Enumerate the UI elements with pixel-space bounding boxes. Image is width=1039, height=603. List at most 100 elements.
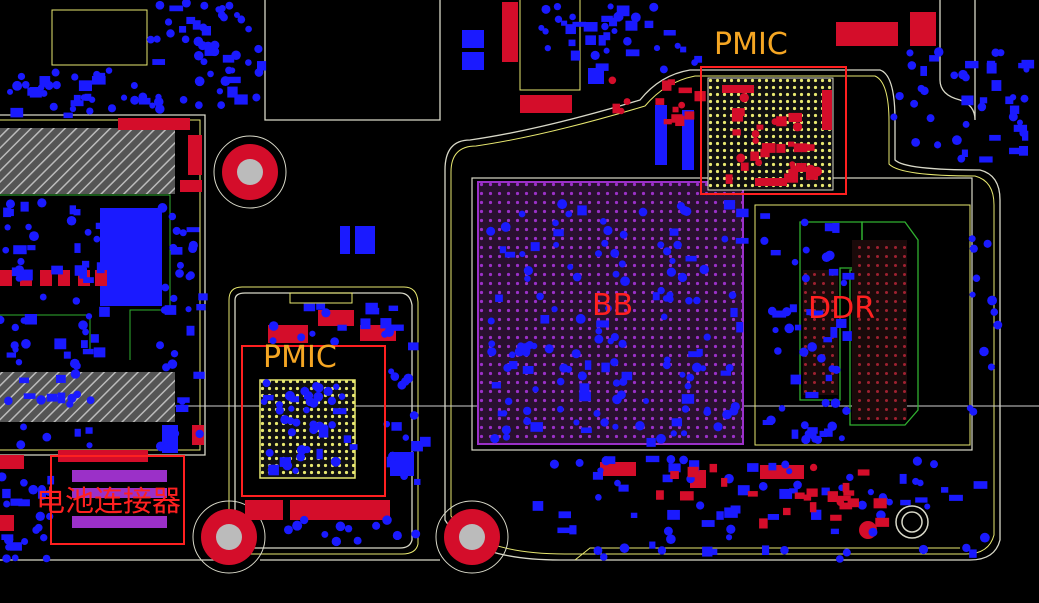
via <box>599 553 608 561</box>
smd-pad <box>678 87 692 94</box>
via <box>217 101 226 109</box>
smd-pad <box>99 306 110 317</box>
smd-pad <box>577 205 587 216</box>
via <box>649 2 659 12</box>
annotation-boxes <box>50 66 847 545</box>
smd-pad <box>819 430 828 437</box>
smd-pad <box>152 59 166 65</box>
smd-pad <box>801 144 815 151</box>
smd-pad <box>821 487 830 496</box>
via <box>778 405 786 412</box>
via <box>170 349 179 358</box>
via <box>619 230 628 239</box>
via <box>303 391 314 401</box>
via <box>130 82 138 89</box>
smd-pad <box>27 245 36 251</box>
smd-pad <box>83 277 94 283</box>
via <box>4 396 13 406</box>
smd-pad <box>592 471 604 480</box>
smd-pad <box>843 490 855 496</box>
via <box>725 364 734 372</box>
copper-areas <box>100 30 694 476</box>
via <box>268 321 279 331</box>
smd-pad <box>646 437 656 447</box>
via <box>679 371 686 378</box>
smd-pad <box>986 62 997 74</box>
via <box>612 423 619 430</box>
via <box>678 101 686 109</box>
via <box>786 468 793 475</box>
via <box>676 202 686 211</box>
via <box>181 35 190 44</box>
via <box>784 323 795 334</box>
via <box>71 73 79 81</box>
smd-pad <box>969 549 977 558</box>
via <box>532 386 539 393</box>
via <box>673 240 682 250</box>
smd-pad <box>767 514 780 520</box>
smd-pad <box>701 520 715 527</box>
via <box>161 283 170 292</box>
via <box>172 226 181 235</box>
smd-pad <box>824 223 833 232</box>
smd-pad <box>776 143 786 153</box>
smd-pad <box>949 494 963 501</box>
smd-pad <box>805 168 819 180</box>
via <box>93 235 101 243</box>
smd-pad <box>796 163 807 172</box>
via <box>607 3 614 10</box>
smd-pad <box>95 222 108 230</box>
smd-pad <box>847 498 859 508</box>
via <box>51 68 60 77</box>
via <box>486 226 496 236</box>
via <box>619 543 630 553</box>
via <box>17 257 25 266</box>
smd-pad <box>625 49 640 57</box>
smd-pad <box>805 391 819 399</box>
via <box>21 338 31 349</box>
smd-pad <box>663 118 672 125</box>
smd-pad <box>669 228 679 236</box>
smd-pad <box>90 334 99 343</box>
smd-pad <box>761 545 770 556</box>
smd-pad <box>360 318 371 330</box>
via <box>523 417 532 426</box>
smd-pad <box>609 17 618 27</box>
via <box>146 35 155 44</box>
smd-pad <box>625 20 638 31</box>
via <box>791 258 799 266</box>
via <box>157 203 168 213</box>
smd-pad <box>656 490 664 500</box>
smd-pad <box>793 143 808 153</box>
smd-pad <box>74 428 81 437</box>
via <box>792 122 803 132</box>
via <box>292 467 299 475</box>
via <box>28 484 39 495</box>
via <box>601 22 609 31</box>
via <box>780 545 789 555</box>
smd-pad <box>540 314 550 324</box>
via <box>691 362 702 373</box>
smd-pad <box>991 80 1002 91</box>
smd-pad <box>823 428 833 437</box>
smd-pad <box>828 268 839 276</box>
via <box>315 421 325 431</box>
smd-pad <box>759 518 768 529</box>
smd-pad <box>601 15 613 22</box>
via <box>552 219 559 227</box>
via <box>789 161 796 168</box>
smd-pad <box>57 392 66 404</box>
smd-pad <box>222 54 235 63</box>
via <box>623 37 632 46</box>
via <box>857 500 867 510</box>
via <box>767 306 777 316</box>
battery-connector-pads <box>72 470 167 528</box>
via <box>524 275 531 282</box>
smd-pad <box>10 498 23 506</box>
via <box>800 421 809 430</box>
via <box>623 98 631 106</box>
smd-pad <box>630 512 638 518</box>
smd-pad <box>55 374 66 383</box>
via <box>595 494 602 501</box>
smd-pad <box>497 410 507 417</box>
